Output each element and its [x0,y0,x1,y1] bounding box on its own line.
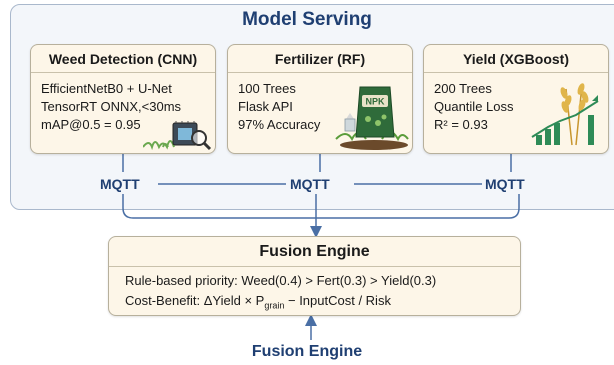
yield-card-line-3: R² = 0.93 [434,117,488,132]
model-serving-title: Model Serving [242,9,372,30]
yield-card: Yield (XGBoost) 200 Trees Quantile Loss … [423,44,609,154]
chip-magnifier-icon [143,121,212,151]
mqtt-loop-path [122,194,520,219]
fert-card-line-2: Flask API [238,99,293,114]
fertilizer-card: Fertilizer (RF) 100 Trees Flask API 97% … [227,44,413,154]
fusion-cost-benefit-text: Cost-Benefit: ΔYield × Pgrain − InputCos… [125,293,391,311]
fert-card-title: Fertilizer (RF) [274,51,366,67]
cost-benefit-suffix: − InputCost / Risk [284,293,391,308]
fert-card-divider [228,72,412,73]
mqtt-label-center: MQTT [287,176,333,192]
fusion-engine-box: Fusion Engine Rule-based priority: Weed(… [108,236,521,316]
cost-benefit-prefix: Cost-Benefit: ΔYield × P [125,293,265,308]
weed-card-title: Weed Detection (CNN) [48,51,198,67]
yield-card-line-2: Quantile Loss [434,99,514,114]
yield-card-title: Yield (XGBoost) [462,51,570,67]
npk-bag-label: NPK [365,97,385,107]
yield-card-divider [424,72,608,73]
fusion-engine-title: Fusion Engine [259,243,370,260]
mqtt-label-left: MQTT [97,176,143,192]
wheat-growth-chart-icon [531,83,599,146]
fusion-rule-text: Rule-based priority: Weed(0.4) > Fert(0.… [125,273,437,288]
cost-benefit-subscript: grain [264,300,285,311]
npk-bag-icon: NPK [335,86,409,150]
fusion-divider [109,266,520,267]
fert-card-line-3: 97% Accuracy [238,117,321,132]
fert-card-line-1: 100 Trees [238,81,296,96]
weed-card-divider [31,72,215,73]
weed-card-line-3: mAP@0.5 = 0.95 [41,117,141,132]
weed-card-line-1: EfficientNetB0 + U-Net [41,81,172,96]
mqtt-label-right: MQTT [482,176,528,192]
yield-card-line-1: 200 Trees [434,81,492,96]
footer-fusion-engine-label: Fusion Engine [251,343,363,360]
weed-card-line-2: TensorRT ONNX,<30ms [41,99,182,114]
weed-detection-card: Weed Detection (CNN) EfficientNetB0 + U-… [30,44,216,154]
